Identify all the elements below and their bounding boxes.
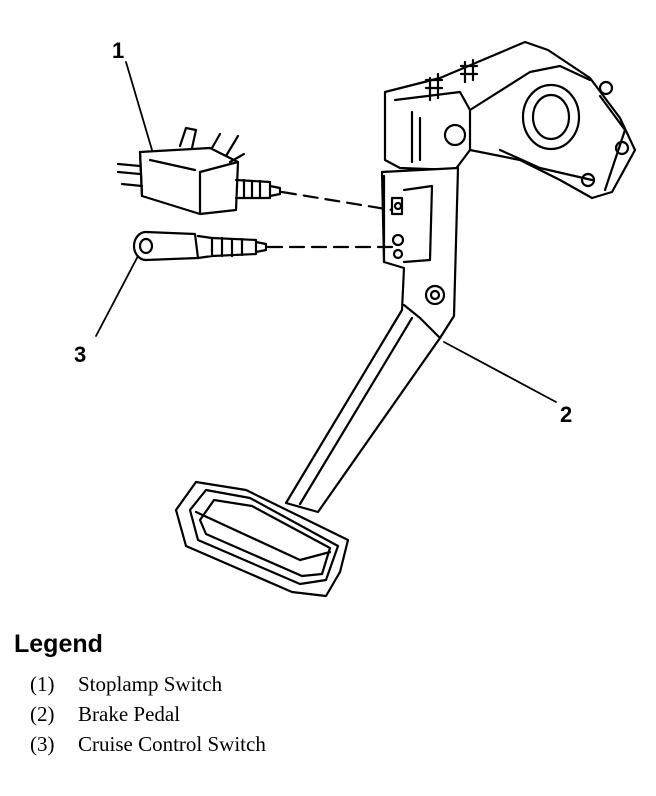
legend-item: (3) Cruise Control Switch [30,729,634,759]
legend-item-text: Brake Pedal [78,702,181,726]
brake-pedal-diagram: 1 2 3 [74,38,637,598]
leader-line-2 [443,341,557,403]
legend-title: Legend [14,630,103,658]
leader-lines [95,61,557,403]
leader-line-1 [125,61,153,151]
cruise-control-switch-drawing [132,230,268,262]
stoplamp-switch-drawing [116,126,282,216]
leader-line-3 [95,255,139,337]
legend: Legend (1) Stoplamp Switch (2) Brake Pedal… [14,630,634,759]
legend-item-number: (2) [30,702,55,726]
callout-3: 3 [74,342,86,367]
callout-1: 1 [112,38,124,63]
alignment-lines [266,190,394,249]
legend-item-number: (3) [30,732,55,756]
legend-item: (1) Stoplamp Switch [30,669,634,699]
pedal-mounting-bracket [383,40,637,200]
legend-item-text: Cruise Control Switch [78,732,266,756]
brake-pedal-pad [174,480,350,598]
callout-2: 2 [560,402,572,427]
legend-item-number: (1) [30,672,55,696]
legend-item: (2) Brake Pedal [30,699,634,729]
brake-pedal-arm [284,166,460,514]
legend-item-text: Stoplamp Switch [78,672,223,696]
legend-list: (1) Stoplamp Switch (2) Brake Pedal (3) Cru… [14,669,634,759]
